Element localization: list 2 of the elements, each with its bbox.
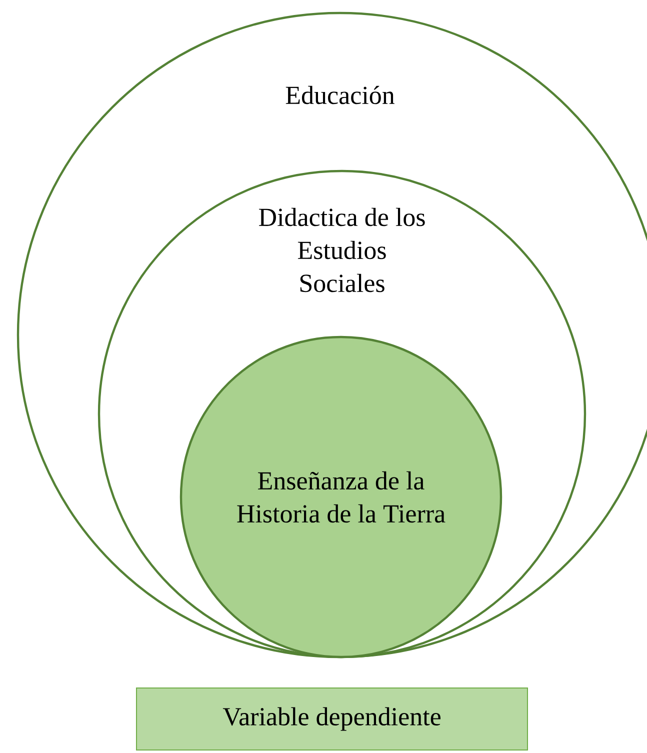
circle-region: Enseñanza de la Historia de la Tierra bbox=[180, 336, 502, 658]
label-box: Variable dependiente bbox=[136, 688, 528, 750]
